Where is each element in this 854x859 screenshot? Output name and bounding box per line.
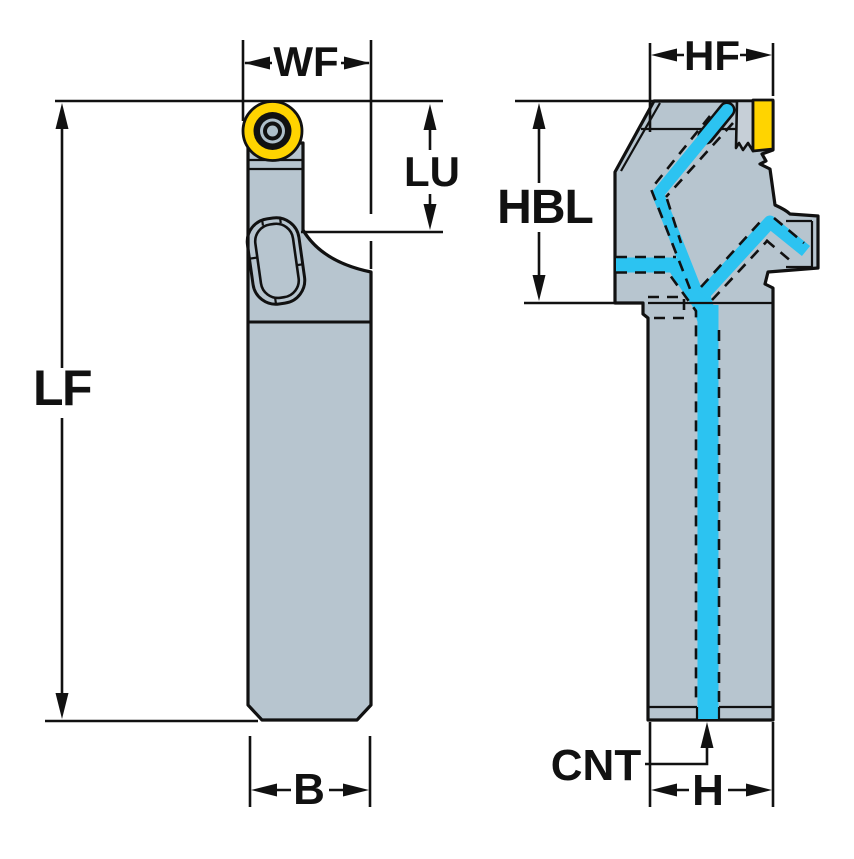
dimension-lf: LF: [33, 103, 93, 719]
dash-boss-lower: [765, 239, 793, 263]
b-arrow-right: [343, 783, 369, 797]
dim-label-wf: WF: [273, 38, 338, 85]
dash-diagonal-right: [665, 122, 734, 198]
hf-arrow-right: [746, 48, 772, 62]
dash-horizontal-bottom-vertical-left: [616, 271, 698, 704]
dimension-hbl: HBL: [497, 103, 594, 301]
dash-branch-upper: [700, 221, 761, 288]
front-view: WF LU LF B: [33, 38, 460, 814]
dim-label-lu: LU: [404, 148, 460, 195]
screw-socket-center: [267, 125, 278, 137]
lu-arrow-up: [423, 104, 437, 130]
front-clamp-slot: [245, 216, 307, 306]
dimension-b: B: [248, 736, 372, 814]
b-arrow-left: [251, 783, 277, 797]
dimension-hf: HF: [648, 32, 775, 132]
hbl-arrow-up: [532, 103, 546, 129]
dimension-wf: WF: [241, 38, 373, 269]
dim-label-hf: HF: [684, 32, 740, 79]
dash-side-port-hidden: [648, 295, 686, 320]
wf-arrow-left: [244, 56, 270, 70]
dimension-h: H: [648, 722, 775, 815]
hbl-arrow-down: [532, 275, 546, 301]
lf-arrow-down: [55, 693, 69, 719]
dim-label-h: H: [692, 766, 724, 815]
callout-cnt: CNT: [551, 722, 714, 790]
clamp-slot-outer: [245, 216, 307, 306]
dimension-lu: LU: [301, 104, 460, 234]
coolant-channels: [616, 104, 811, 719]
coolant-branch-to-boss: [698, 215, 811, 300]
side-corner-chamfer-line: [620, 102, 661, 172]
lu-arrow-down: [423, 204, 437, 230]
h-arrow-left: [651, 783, 677, 797]
front-round-insert: [241, 100, 304, 162]
cnt-leader-line: [645, 746, 709, 766]
side-shank-end-band: [648, 705, 773, 719]
dim-label-lf: LF: [33, 360, 91, 416]
side-clamp-block: [734, 99, 755, 153]
dim-label-b: B: [293, 765, 325, 814]
coolant-hidden-edges: [616, 115, 805, 704]
front-view-body: [246, 141, 373, 722]
side-view: HF HBL CNT H: [497, 32, 820, 815]
dash-descent-right: [665, 198, 683, 244]
h-arrow-right: [746, 783, 772, 797]
dash-branch-lower: [711, 239, 769, 301]
lf-arrow-up: [55, 103, 69, 129]
clamp-slot-ticks: [249, 216, 303, 305]
dash-boss-upper: [773, 217, 805, 244]
wf-arrow-right: [344, 56, 370, 70]
side-insert: [751, 98, 775, 153]
boss-chamfer-lines: [786, 219, 814, 269]
dim-label-hbl: HBL: [497, 181, 593, 234]
cnt-arrow-up: [700, 722, 714, 748]
hf-arrow-left: [651, 48, 677, 62]
coolant-main-diagonal: [652, 104, 733, 304]
dim-label-cnt: CNT: [551, 741, 642, 790]
clamp-slot-inner: [253, 222, 301, 300]
